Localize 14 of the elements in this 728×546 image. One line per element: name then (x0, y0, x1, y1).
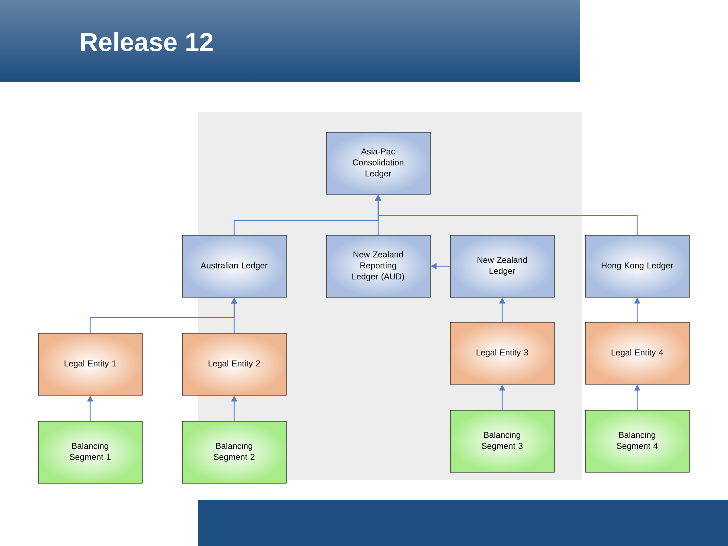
legal-entity-box: Legal Entity 3 (450, 322, 555, 385)
ledger-box: Asia-Pac Consolidation Ledger (326, 132, 431, 195)
legal-entity-box: Legal Entity 2 (182, 333, 287, 396)
ledger-box: Australian Ledger (182, 235, 287, 298)
ledger-box: New Zealand Reporting Ledger (AUD) (326, 235, 431, 298)
balancing-segment-box: Balancing Segment 1 (38, 421, 143, 484)
balancing-segment-box: Balancing Segment 4 (585, 410, 690, 473)
legal-entity-box: Legal Entity 1 (38, 333, 143, 396)
ledger-box: New Zealand Ledger (450, 235, 555, 298)
balancing-segment-box: Balancing Segment 3 (450, 410, 555, 473)
balancing-segment-box: Balancing Segment 2 (182, 421, 287, 484)
legal-entity-box: Legal Entity 4 (585, 322, 690, 385)
ledger-box: Hong Kong Ledger (585, 235, 690, 298)
title: Release 12 (81, 32, 213, 52)
